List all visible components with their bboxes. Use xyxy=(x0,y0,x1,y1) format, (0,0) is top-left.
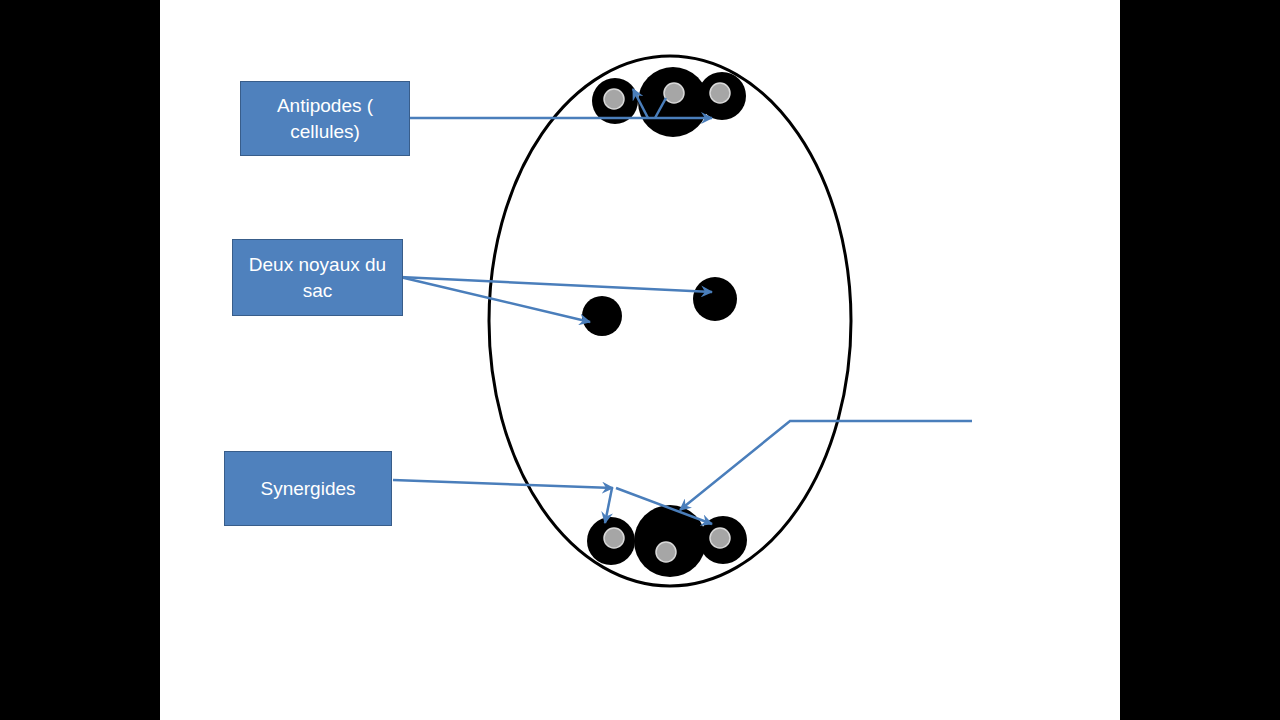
embryo-sac-outline xyxy=(489,56,851,586)
antipodal-cells xyxy=(592,67,746,137)
label-box: Deux noyaux du sac xyxy=(232,239,403,316)
label-box: Antipodes ( cellules) xyxy=(240,81,410,156)
label-text: Deux noyaux du sac xyxy=(233,248,402,307)
label-text: Synergides xyxy=(250,472,365,506)
leader-lines xyxy=(393,89,972,524)
label-text: Antipodes ( cellules) xyxy=(241,89,409,148)
egg-apparatus xyxy=(587,505,747,577)
label-box: Synergides xyxy=(224,451,392,526)
